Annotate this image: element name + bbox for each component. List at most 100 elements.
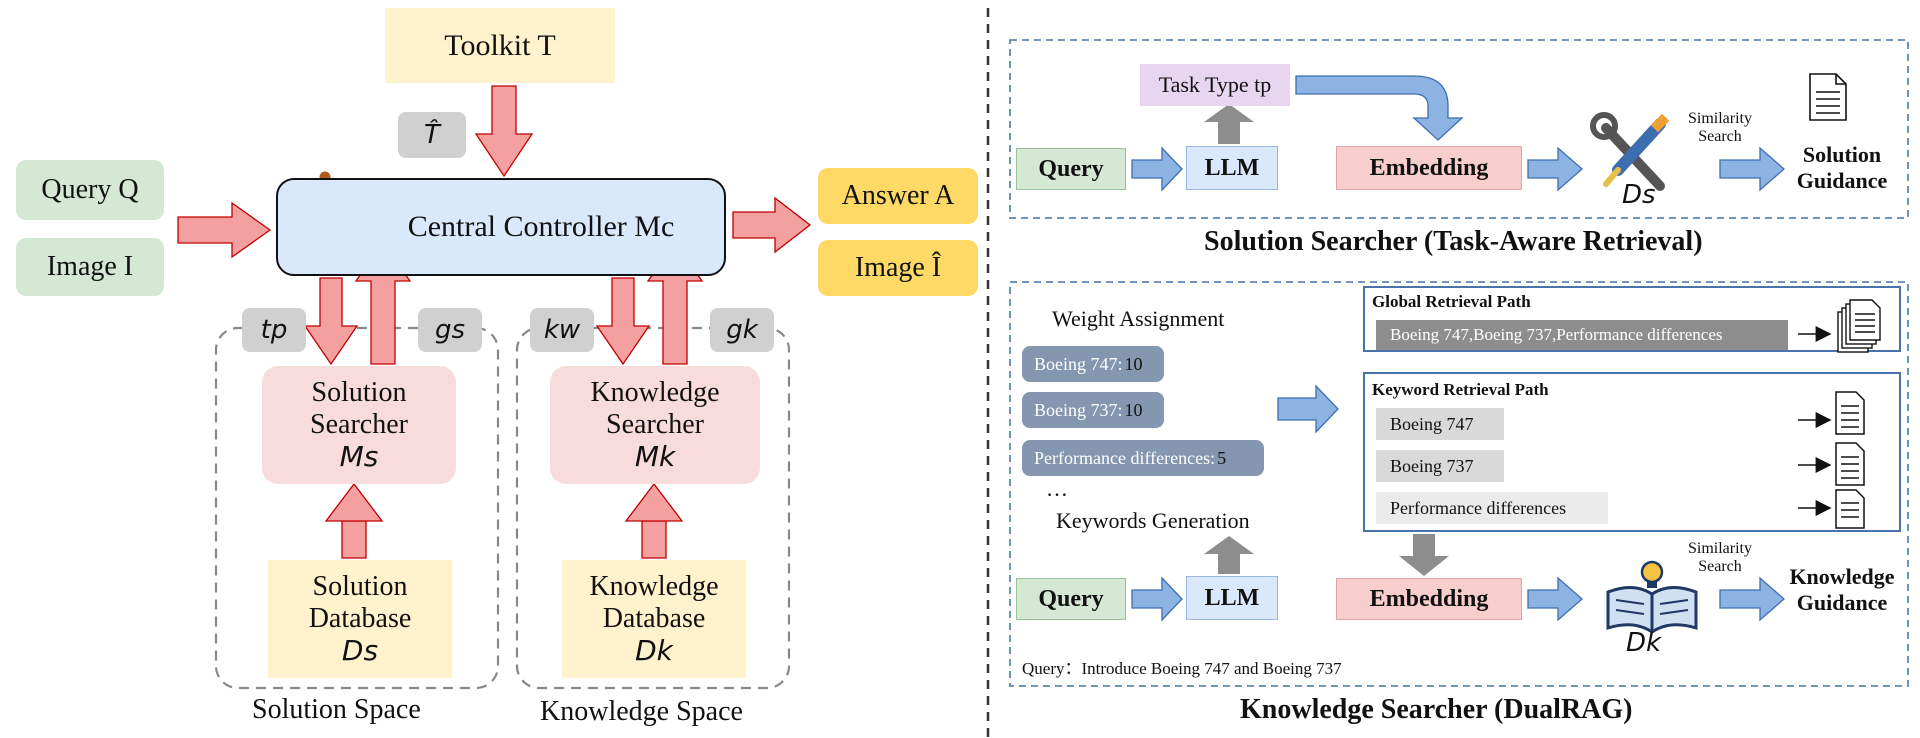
knowledge-query-box: Query [1016, 578, 1126, 620]
global-path-title: Global Retrieval Path [1372, 292, 1531, 311]
solution-guidance-line2: Guidance [1796, 168, 1888, 193]
solution-database-line2: Database [308, 602, 412, 634]
ds-label: Ds [1622, 180, 1656, 210]
solution-guidance-label: Solution Guidance [1784, 140, 1900, 196]
knowledge-similarity-line1: Similarity [1688, 540, 1752, 558]
knowledge-similarity-line2: Search [1698, 558, 1742, 575]
arrow-sim-1 [1719, 146, 1785, 192]
document-icon [1835, 391, 1865, 529]
solution-guidance-line1: Solution [1802, 141, 1882, 167]
blue-arrows [1131, 75, 1785, 622]
tools-icon [1590, 112, 1670, 191]
solution-database-box: Solution Database Ds [268, 560, 452, 678]
solution-query-box: Query [1016, 148, 1126, 190]
knowledge-database-line1: Knowledge [589, 570, 719, 602]
doc-arrows [1798, 326, 1832, 516]
solution-searcher-box: Solution Searcher Ms [262, 366, 456, 484]
solution-panel-container [1009, 39, 1909, 219]
global-path-query-bar: Boeing 747,Boeing 737,Performance differ… [1376, 320, 1788, 350]
weight-chip-performance: Performance differences: 5 [1022, 440, 1264, 476]
image-input-box: Image I [16, 238, 164, 296]
weight-assignment-label: Weight Assignment [1052, 306, 1225, 331]
solution-database-line1: Solution [312, 570, 408, 602]
solution-embedding-box: Embedding [1336, 146, 1522, 190]
gs-badge: gs [418, 308, 482, 352]
weight-chip-label: Boeing 737: [1034, 399, 1123, 420]
arrow-query-llm-2 [1131, 576, 1183, 622]
weight-chip-boeing-737: Boeing 737: 10 [1022, 392, 1164, 428]
knowledge-panel-title: Knowledge Searcher (DualRAG) [1240, 694, 1633, 725]
knowledge-guidance-line2: Guidance [1796, 590, 1888, 615]
dk-label: Dk [1626, 628, 1662, 658]
knowledge-searcher-symbol: Mk [634, 440, 676, 474]
keyword-row-boeing-747: Boeing 747 [1376, 408, 1504, 440]
toolkit-box: Toolkit T [385, 8, 615, 83]
keyword-row-boeing-737: Boeing 737 [1376, 450, 1504, 482]
toolkit-hat-badge: T̂ [398, 112, 466, 158]
book-icon [1606, 560, 1698, 634]
arrow-llm-keywords [1204, 536, 1254, 574]
arrow-solution-up-head [324, 482, 384, 522]
arrow-kw-down [595, 277, 651, 366]
knowledge-database-symbol: Dk [635, 634, 673, 668]
arrow-knowledge-up-shaft [641, 520, 667, 559]
solution-similarity-line2: Search [1698, 128, 1742, 145]
solution-llm-box: LLM [1186, 146, 1278, 190]
knowledge-guidance-label: Knowledge Guidance [1780, 562, 1904, 618]
solution-searcher-line1: Solution [311, 376, 407, 408]
gk-badge: gk [710, 308, 774, 352]
image-output-box: Image Î [818, 240, 978, 296]
knowledge-guidance-line1: Knowledge [1789, 563, 1895, 589]
arrow-tp-down [303, 277, 359, 366]
knowledge-searcher-box: Knowledge Searcher Mk [550, 366, 760, 484]
weight-chip-value: 10 [1124, 399, 1143, 420]
solution-space-label: Solution Space [252, 694, 421, 725]
weight-chip-label: Performance differences: [1034, 447, 1216, 468]
weight-chip-value: 10 [1124, 353, 1143, 374]
weight-chip-boeing-747: Boeing 747: 10 [1022, 346, 1164, 382]
knowledge-searcher-line2: Searcher [606, 408, 704, 440]
task-type-box: Task Type tp [1140, 64, 1290, 106]
arrow-emb-dk-2 [1527, 576, 1583, 622]
solution-similarity-label: Similarity Search [1680, 108, 1760, 148]
keyword-row-performance: Performance differences [1376, 492, 1608, 524]
query-example-text: Query：Introduce Boeing 747 and Boeing 73… [1022, 659, 1342, 678]
arrow-query-llm-1 [1131, 146, 1183, 192]
query-input-box: Query Q [16, 160, 164, 220]
document-icon [1809, 73, 1847, 121]
knowledge-embedding-box: Embedding [1336, 578, 1522, 620]
arrow-weights-paths [1277, 384, 1339, 434]
arrow-output-right [732, 196, 812, 254]
solution-database-symbol: Ds [341, 634, 379, 668]
knowledge-searcher-line1: Knowledge [590, 376, 720, 408]
kw-badge: kw [530, 308, 594, 352]
arrow-knowledge-up-head [624, 482, 684, 522]
arrow-toolkit-down [474, 85, 534, 178]
solution-space-container [214, 326, 500, 690]
solution-searcher-symbol: Ms [339, 440, 379, 474]
knowledge-database-line2: Database [602, 602, 706, 634]
document-stack-icon [1837, 299, 1881, 353]
knowledge-similarity-label: Similarity Search [1680, 538, 1760, 578]
keyword-path-title: Keyword Retrieval Path [1372, 380, 1549, 399]
arrow-solution-up-shaft [341, 520, 367, 559]
solution-panel-title: Solution Searcher (Task-Aware Retrieval) [1204, 226, 1703, 257]
weights-ellipsis: … [1046, 476, 1068, 501]
knowledge-space-label: Knowledge Space [540, 696, 743, 727]
arrow-tasktype-embedding [1295, 75, 1464, 141]
arrow-paths-embedding [1399, 534, 1449, 576]
knowledge-panel-container [1009, 281, 1909, 687]
arrow-input-right [177, 201, 272, 259]
weight-chip-value: 5 [1217, 447, 1227, 468]
arrow-llm-tasktype [1204, 104, 1254, 144]
tp-badge: tp [242, 308, 306, 352]
central-controller-box: Central Controller Mc [276, 178, 726, 276]
answer-output-box: Answer A [818, 168, 978, 224]
knowledge-llm-box: LLM [1186, 576, 1278, 620]
weight-chip-label: Boeing 747: [1034, 353, 1123, 374]
arrow-sim-2 [1719, 576, 1785, 622]
arrow-emb-ds-1 [1527, 146, 1583, 192]
gray-arrows [1204, 104, 1449, 576]
keywords-generation-label: Keywords Generation [1056, 508, 1250, 533]
